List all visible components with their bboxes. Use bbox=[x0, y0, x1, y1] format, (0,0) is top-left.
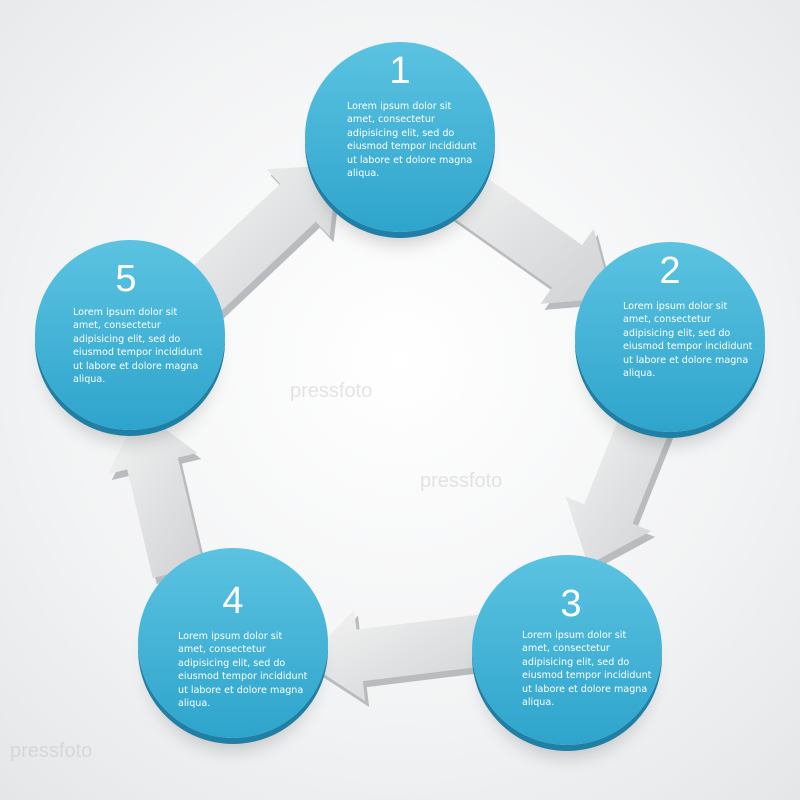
step-number: 3 bbox=[560, 583, 582, 625]
step-2-circle: 2 Lorem ipsum dolor sit amet, consectetu… bbox=[575, 242, 765, 432]
arrow-icon-2 bbox=[565, 405, 673, 565]
step-text: Lorem ipsum dolor sit amet, consectetur … bbox=[73, 307, 203, 386]
step-1-circle: 1 Lorem ipsum dolor sit amet, consectetu… bbox=[305, 42, 495, 232]
step-text: Lorem ipsum dolor sit amet, consectetur … bbox=[623, 301, 753, 380]
step-text: Lorem ipsum dolor sit amet, consectetur … bbox=[522, 630, 652, 709]
step-text: Lorem ipsum dolor sit amet, consectetur … bbox=[178, 631, 308, 710]
step-number: 4 bbox=[222, 580, 244, 622]
step-number: 1 bbox=[389, 50, 411, 92]
step-4-circle: 4 Lorem ipsum dolor sit amet, consectetu… bbox=[138, 548, 328, 738]
arrow-icon-5 bbox=[177, 165, 338, 319]
arrow-icon-3 bbox=[305, 609, 489, 701]
step-text: Lorem ipsum dolor sit amet, consectetur … bbox=[347, 101, 477, 180]
arrow-icon-1 bbox=[429, 158, 612, 304]
step-number: 2 bbox=[659, 250, 681, 292]
step-3-circle: 3 Lorem ipsum dolor sit amet, consectetu… bbox=[472, 555, 662, 745]
step-5-circle: 5 Lorem ipsum dolor sit amet, consectetu… bbox=[35, 240, 225, 430]
step-number: 5 bbox=[115, 258, 137, 300]
arrow-icon-4 bbox=[107, 410, 204, 578]
